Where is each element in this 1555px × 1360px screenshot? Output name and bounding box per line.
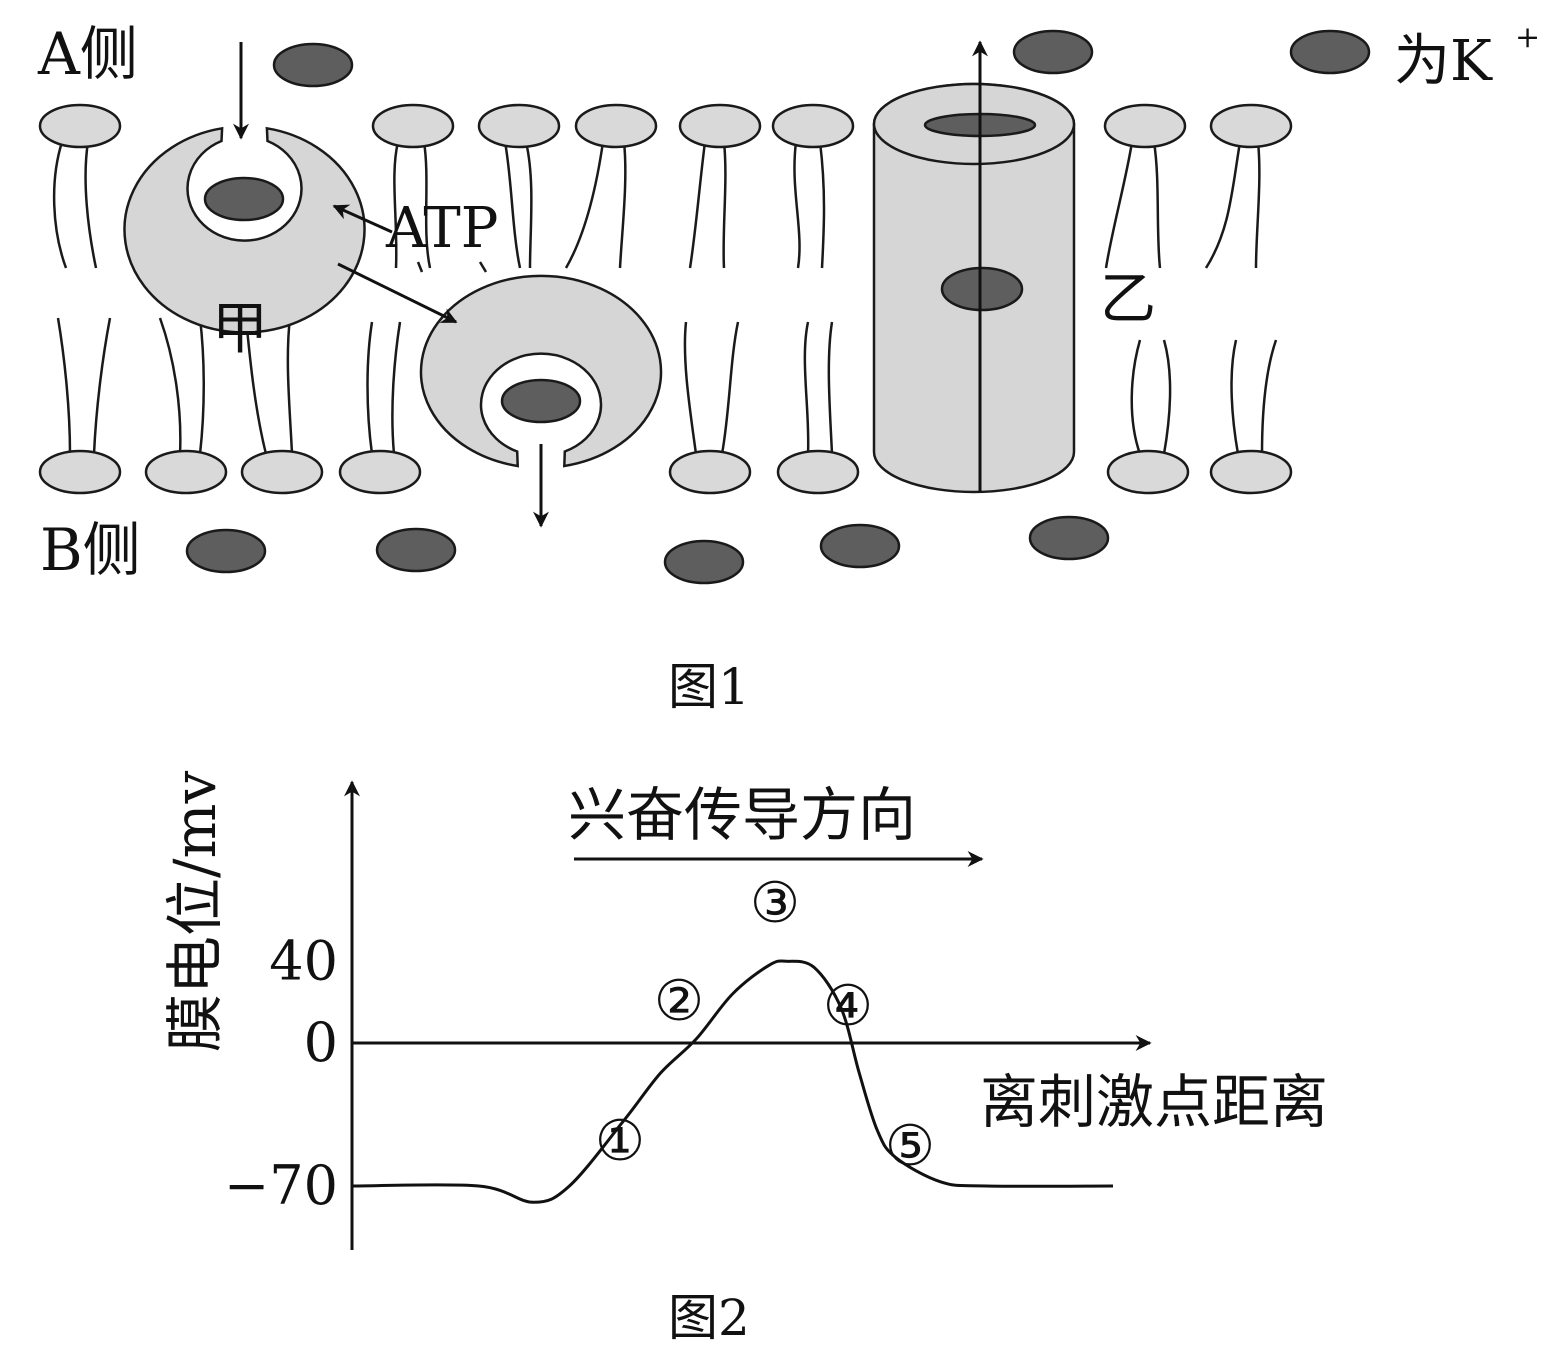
- membrane-potential-curve: [351, 959, 1114, 1204]
- upper-lipid-tails: [52, 141, 1261, 273]
- marker-5: ⑤: [885, 1114, 935, 1179]
- lower-lipid-heads: [38, 449, 1293, 495]
- figure1-caption: 图1: [668, 658, 750, 716]
- conformation-change-arrow: [337, 262, 458, 324]
- channel-protein-yi: [872, 40, 1076, 494]
- protein-jia-label: 甲: [212, 297, 268, 362]
- protein-yi-label: 乙: [1100, 267, 1156, 332]
- y-tick-labels: 40 0 −70: [224, 929, 338, 1217]
- marker-4: ④: [823, 974, 873, 1039]
- legend-label: 为K: [1394, 29, 1493, 94]
- marker-3: ③: [750, 871, 800, 936]
- direction-label: 兴奋传导方向: [568, 781, 916, 849]
- k-ions: [185, 29, 1371, 585]
- upper-lipid-heads: [38, 103, 1293, 149]
- figure2-caption: 图2: [668, 1289, 750, 1347]
- x-axis-label: 离刺激点距离: [980, 1068, 1328, 1136]
- y-tick-label: −70: [224, 1154, 338, 1217]
- action-potential-chart: 40 0 −70 兴奋传导方向 离刺激点距离 膜电位/mv ① ② ③ ④ ⑤ 图2: [161, 770, 1328, 1347]
- k-ion-in-carrier: [203, 176, 285, 222]
- atp-arrow: [332, 204, 393, 234]
- k-ion-in-channel: [940, 266, 1024, 312]
- legend-superscript: +: [1515, 20, 1540, 55]
- carrier-protein-jia-lower: [419, 274, 663, 468]
- membrane-diagram: A侧 B侧 为K + ATP 甲 乙 图1: [37, 20, 1540, 716]
- atp-label: ATP: [385, 196, 498, 261]
- carrier-protein-jia-upper: [123, 126, 366, 334]
- lower-lipid-tails: [56, 317, 1278, 455]
- y-tick-label: 0: [304, 1011, 338, 1074]
- y-tick-label: 40: [269, 929, 338, 992]
- k-ion-in-carrier: [500, 378, 582, 424]
- side-a-label: A侧: [37, 20, 138, 88]
- marker-1: ①: [595, 1109, 645, 1174]
- marker-2: ②: [654, 969, 704, 1034]
- side-b-label: B侧: [40, 516, 141, 584]
- y-axis-label: 膜电位/mv: [161, 770, 229, 1052]
